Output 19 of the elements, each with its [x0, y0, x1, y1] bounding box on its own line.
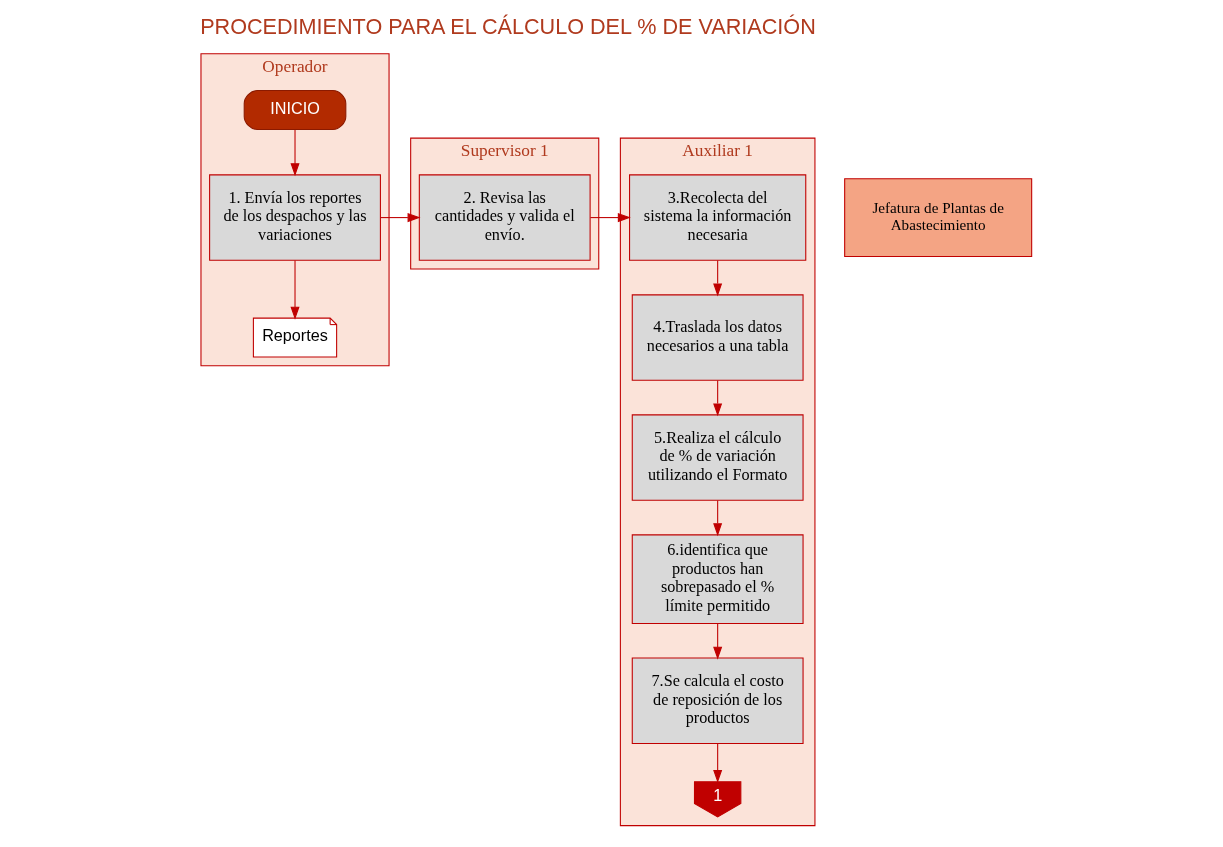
node-box: 2. Revisa las cantidades y valida el envío. — [418, 174, 591, 261]
arrow — [289, 260, 300, 320]
arrow — [712, 623, 722, 660]
arrow — [379, 213, 421, 223]
node-box: 7.Se calcula el costo de reposición de los productos — [631, 657, 804, 744]
node-box: Jefatura de Plantas de Abastecimiento — [843, 178, 1032, 258]
arrow — [712, 379, 722, 417]
arrow — [712, 260, 722, 297]
node-box: 5.Realiza el cálculo de % de variación utilizando el Formato — [631, 414, 804, 501]
node-box: 6.identifica que productos han sobrepasado el % límite permitido — [631, 534, 804, 624]
node-box: INICIO — [243, 90, 346, 130]
node-box: 3.Recolecta del sistema la información necesaria — [628, 174, 806, 261]
diagram-title: PROCEDIMIENTO PARA EL CÁLCULO DEL % DE VARIACIÓN — [199, 14, 816, 40]
arrow — [712, 499, 722, 537]
node-box: 1. Envía los reportes de los despachos y las variaciones — [208, 174, 381, 261]
arrow — [289, 129, 300, 177]
node-box: 4.Traslada los datos necesarios a una tabla — [631, 294, 804, 381]
arrow — [712, 743, 722, 783]
arrow — [589, 213, 631, 223]
